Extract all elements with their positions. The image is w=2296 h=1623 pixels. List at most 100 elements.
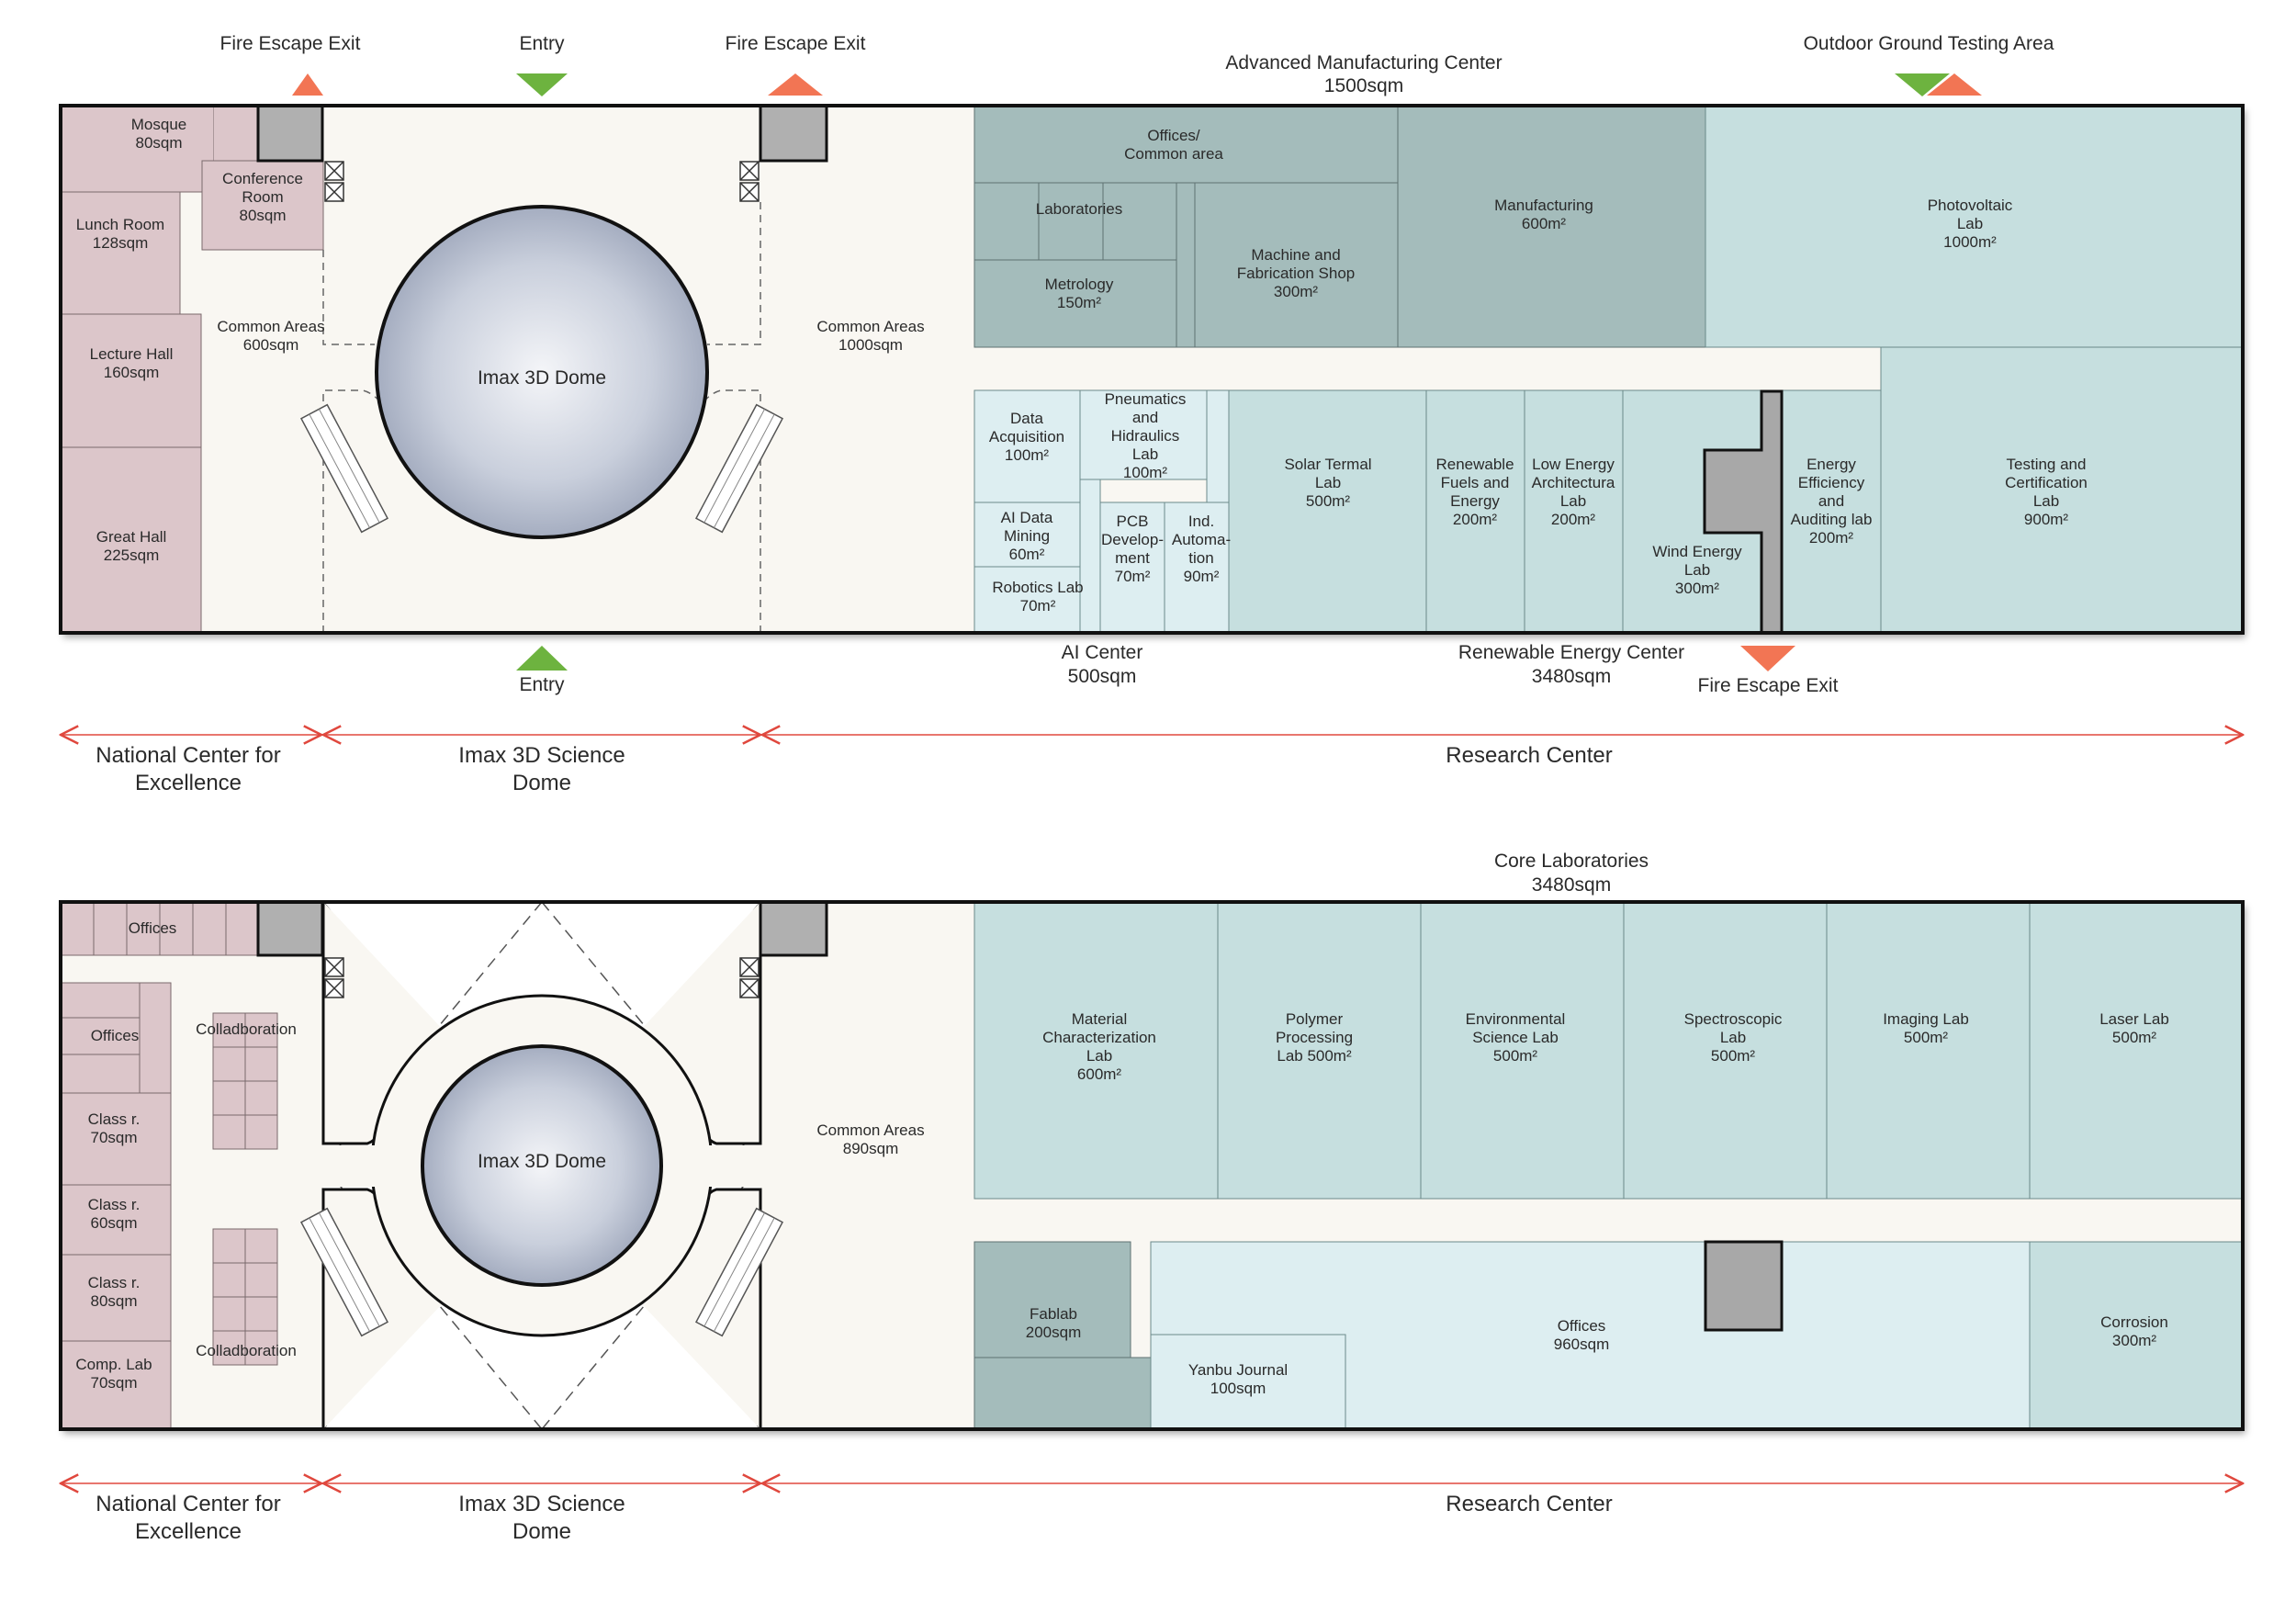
outdoor-fire-arrow	[1927, 73, 1982, 96]
elevator-icons-right	[739, 161, 760, 202]
label-collaboration-1: Colladboration	[196, 1020, 297, 1038]
ai-center-title: AI Center	[1062, 642, 1143, 663]
label-offices-common: Offices/Common area	[1124, 127, 1223, 163]
renewable-fuels-room	[1425, 389, 1525, 634]
fire-exit-arrow-1	[292, 73, 323, 96]
outdoor-entry-arrow	[1895, 73, 1950, 96]
imax-dome-bottom	[421, 1044, 663, 1287]
dashed-circulation-top	[322, 202, 761, 633]
photovoltaic-lab	[1705, 105, 2244, 348]
collaboration-grid-2	[212, 1228, 278, 1366]
elevator-icons-left-bottom	[324, 957, 344, 998]
imaging-lab	[1826, 901, 2031, 1200]
laboratories-room	[974, 182, 1177, 261]
industrial-automation-room	[1164, 502, 1230, 634]
class-room-2	[60, 1184, 172, 1256]
label-offices-left: Offices	[91, 1027, 140, 1044]
ramp-left-bottom	[299, 1207, 389, 1337]
fire-exit-label-1: Fire Escape Exit	[220, 33, 361, 54]
great-hall	[60, 446, 202, 634]
low-energy-architectural-lab	[1524, 389, 1624, 634]
manufacturing-room	[1397, 105, 1706, 348]
lunch-room	[60, 191, 181, 315]
imax-dome-top	[375, 205, 709, 539]
mosque-room	[60, 105, 215, 193]
class-room-1	[60, 1092, 172, 1186]
corrosion-lab	[2029, 1241, 2244, 1430]
outdoor-testing-label: Outdoor Ground Testing Area	[1804, 33, 2054, 54]
ramp-right-bottom	[694, 1207, 784, 1337]
machine-fabrication-shop	[1194, 182, 1399, 348]
lecture-hall	[60, 313, 202, 448]
elevator-icons-right-bottom	[739, 957, 760, 998]
data-acquisition-room	[974, 389, 1081, 503]
core-stair-bottom	[1704, 1240, 1784, 1332]
elevator-icons-left	[324, 161, 344, 202]
entry-label-bottom: Entry	[519, 674, 565, 695]
computer-lab	[60, 1340, 172, 1430]
material-characterization-lab	[974, 901, 1219, 1200]
environmental-science-lab	[1420, 901, 1625, 1200]
pneumatics-lab	[1079, 389, 1208, 480]
robotics-lab	[974, 566, 1081, 634]
label-offices-top: Offices	[129, 919, 177, 937]
collaboration-grid-1	[212, 1012, 278, 1150]
top-floor-plan	[59, 73, 2245, 735]
core-labs-title: Core Laboratories	[1494, 851, 1649, 872]
label-class-2: Class r.60sqm	[88, 1196, 141, 1232]
core-labs-area: 3480sqm	[1532, 874, 1611, 896]
offices-strip	[60, 901, 260, 956]
fire-exit-label-2: Fire Escape Exit	[726, 33, 866, 54]
stair-core-left	[256, 104, 324, 163]
offices-left-block	[60, 982, 172, 1094]
polymer-processing-lab	[1217, 901, 1422, 1200]
fire-exit-arrow-3	[1740, 646, 1795, 671]
entry-label-top: Entry	[519, 33, 565, 54]
zone-research-bottom: Research Center	[1446, 1492, 1612, 1516]
label-collaboration-2: Colladboration	[196, 1342, 297, 1359]
rec-title: Renewable Energy Center	[1458, 642, 1684, 663]
label-dome-bottom: Imax 3D Dome	[478, 1151, 606, 1172]
spectroscopic-lab	[1623, 901, 1828, 1200]
labels: Fire Escape Exit Entry Fire Escape Exit …	[75, 33, 2168, 1544]
solar-termal-lab	[1228, 389, 1427, 634]
yanbu-journal	[1150, 1334, 1346, 1430]
label-class-1: Class r.70sqm	[88, 1110, 141, 1146]
label-laboratories: Laboratories	[1036, 200, 1123, 218]
stair-core-right-bottom	[759, 900, 828, 957]
stair-core-left-bottom	[256, 900, 324, 957]
